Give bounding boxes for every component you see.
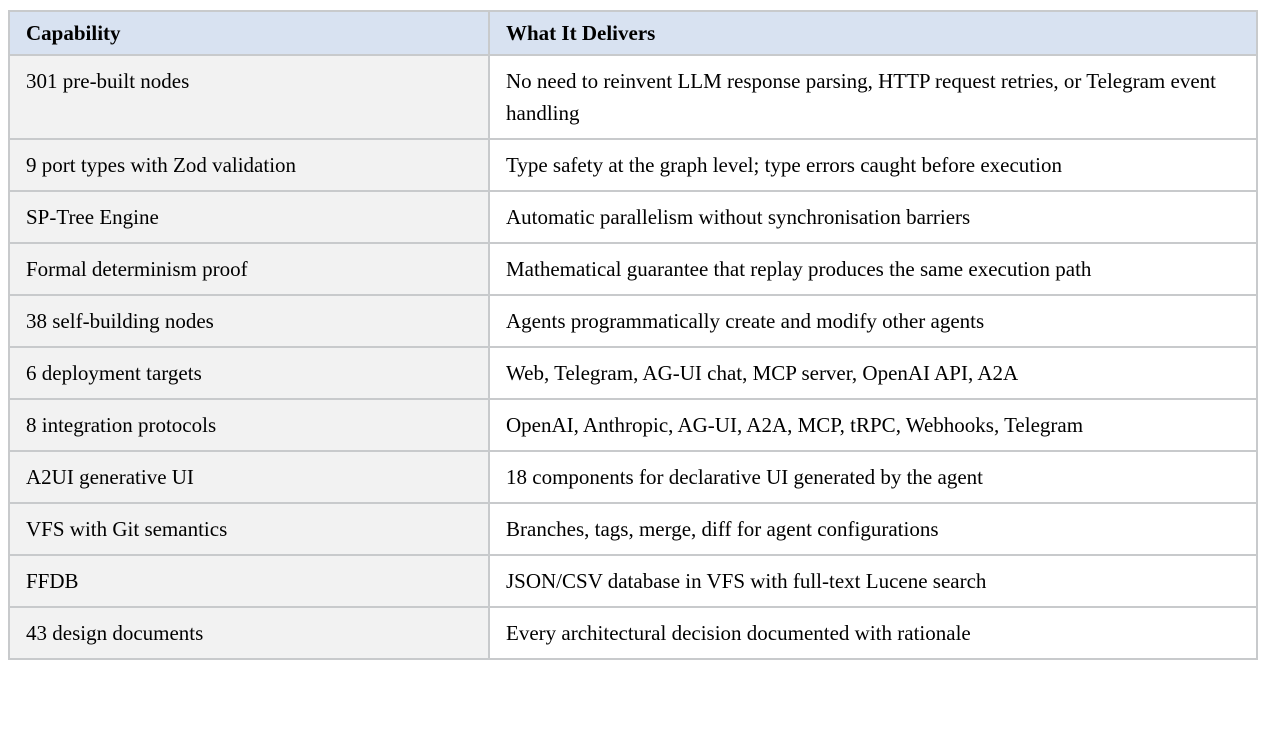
column-header-capability: Capability [8,10,490,56]
capability-cell: A2UI generative UI [8,450,490,504]
capabilities-table: Capability What It Delivers 301 pre-buil… [8,10,1258,660]
delivers-cell: 18 components for declarative UI generat… [488,450,1258,504]
delivers-cell: Branches, tags, merge, diff for agent co… [488,502,1258,556]
capability-cell: 6 deployment targets [8,346,490,400]
table-row: FFDB JSON/CSV database in VFS with full-… [8,554,1258,608]
table-row: 43 design documents Every architectural … [8,606,1258,660]
table-row: 6 deployment targets Web, Telegram, AG-U… [8,346,1258,400]
table-row: A2UI generative UI 18 components for dec… [8,450,1258,504]
delivers-cell: Type safety at the graph level; type err… [488,138,1258,192]
delivers-cell: No need to reinvent LLM response parsing… [488,54,1258,140]
table-row: 38 self-building nodes Agents programmat… [8,294,1258,348]
capability-cell: 301 pre-built nodes [8,54,490,140]
capability-cell: 9 port types with Zod validation [8,138,490,192]
table-row: 9 port types with Zod validation Type sa… [8,138,1258,192]
delivers-cell: Web, Telegram, AG-UI chat, MCP server, O… [488,346,1258,400]
table-header-row: Capability What It Delivers [8,10,1258,56]
capability-cell: 38 self-building nodes [8,294,490,348]
table-row: SP-Tree Engine Automatic parallelism wit… [8,190,1258,244]
delivers-cell: Every architectural decision documented … [488,606,1258,660]
delivers-cell: Agents programmatically create and modif… [488,294,1258,348]
delivers-cell: Automatic parallelism without synchronis… [488,190,1258,244]
capability-cell: 8 integration protocols [8,398,490,452]
table-row: 301 pre-built nodes No need to reinvent … [8,54,1258,140]
column-header-what-it-delivers: What It Delivers [488,10,1258,56]
capability-cell: VFS with Git semantics [8,502,490,556]
capability-cell: 43 design documents [8,606,490,660]
capability-cell: FFDB [8,554,490,608]
table-row: 8 integration protocols OpenAI, Anthropi… [8,398,1258,452]
delivers-cell: OpenAI, Anthropic, AG-UI, A2A, MCP, tRPC… [488,398,1258,452]
capability-cell: SP-Tree Engine [8,190,490,244]
table-row: VFS with Git semantics Branches, tags, m… [8,502,1258,556]
delivers-cell: JSON/CSV database in VFS with full-text … [488,554,1258,608]
document-page: Capability What It Delivers 301 pre-buil… [8,10,1258,660]
capability-cell: Formal determinism proof [8,242,490,296]
table-row: Formal determinism proof Mathematical gu… [8,242,1258,296]
delivers-cell: Mathematical guarantee that replay produ… [488,242,1258,296]
